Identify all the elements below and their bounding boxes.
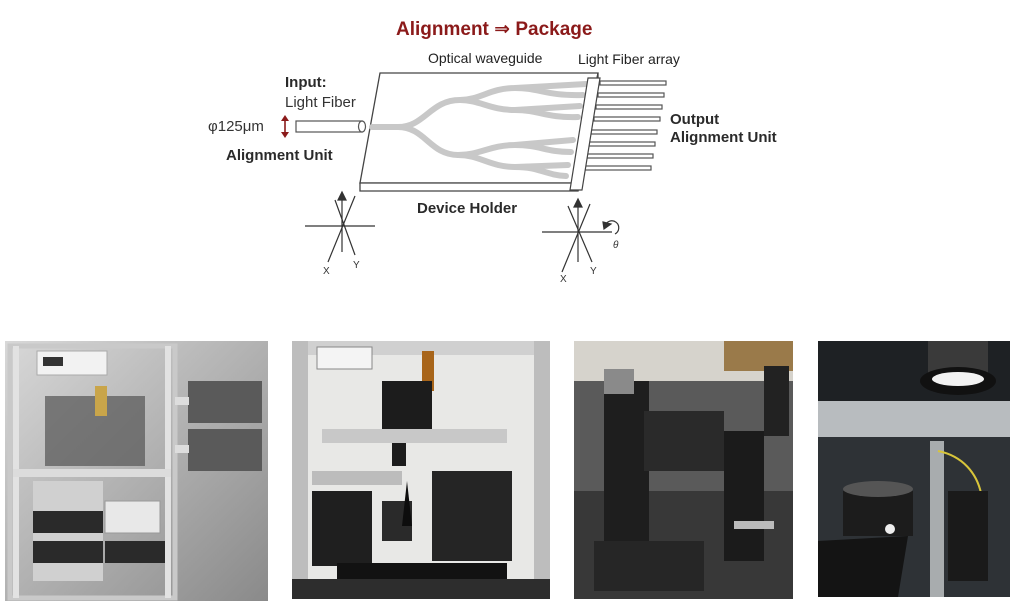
- input-fiber: [295, 120, 367, 133]
- fiber-array-label: Light Fiber array: [578, 51, 680, 67]
- output-heading: Output: [670, 111, 720, 128]
- diagram-title: Alignment ⇒ Package: [396, 19, 593, 40]
- waveguide-diagram: X Y X Y θ: [281, 72, 667, 285]
- right-axis-theta-label: θ: [613, 240, 619, 251]
- diameter-arrow-icon: [281, 115, 289, 138]
- left-axes-icon: [305, 190, 375, 263]
- input-alignment-unit-label: Alignment Unit: [226, 147, 333, 164]
- right-axes-icon: [542, 197, 620, 273]
- photo-motorized-stage-assembly: [574, 341, 793, 599]
- output-alignment-unit-label: Alignment Unit: [670, 129, 777, 146]
- photo-alignment-station-cabinet: [5, 341, 268, 601]
- fiber-array: [569, 77, 667, 191]
- input-fiber-label: Light Fiber: [285, 94, 356, 111]
- waveguide-branches: [369, 81, 589, 179]
- fiber-diameter-label: φ125μm: [208, 118, 264, 135]
- device-holder-label: Device Holder: [417, 200, 518, 217]
- photo-optical-bench-camera-setup: [292, 341, 550, 599]
- right-axis-x-label: X: [560, 274, 567, 285]
- left-axis-y-label: Y: [353, 260, 360, 271]
- input-heading: Input:: [285, 74, 327, 91]
- right-axis-y-label: Y: [590, 266, 597, 277]
- waveguide-label: Optical waveguide: [428, 50, 543, 66]
- left-axis-x-label: X: [323, 266, 330, 277]
- photo-fiber-stage-with-ring-light: [818, 341, 1010, 597]
